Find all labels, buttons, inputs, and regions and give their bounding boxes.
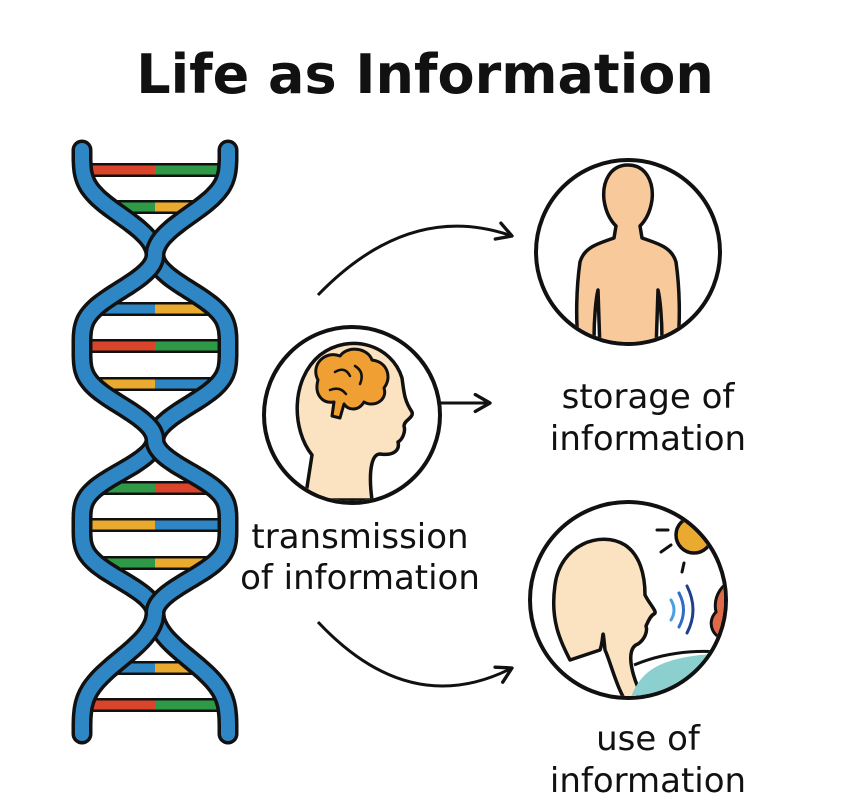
dna-base-pair <box>94 302 216 316</box>
dna-base-pair <box>82 339 228 353</box>
dna-base-yellow <box>155 663 201 673</box>
transmission-label-line1: transmission <box>251 517 468 557</box>
transmission-label-line2: of information <box>240 558 480 598</box>
page-title: Life as Information <box>136 43 714 106</box>
dna-base-yellow <box>91 379 155 389</box>
dna-base-pair <box>82 518 228 532</box>
dna-double-helix-icon <box>71 139 239 745</box>
dna-base-yellow <box>155 558 215 568</box>
dna-base-pair <box>83 698 227 712</box>
arrow-to-use <box>316 620 514 688</box>
arrow-to-storage <box>316 221 514 297</box>
dna-base-blue <box>155 379 219 389</box>
dna-base-blue <box>109 663 155 673</box>
person-sensing-environment-icon <box>528 500 728 700</box>
dna-base-yellow <box>155 304 216 314</box>
dna-base-red <box>83 700 155 710</box>
dna-base-pair <box>109 200 201 214</box>
dna-base-red <box>82 165 155 175</box>
dna-strand <box>75 143 235 741</box>
head-with-brain-icon <box>262 325 442 505</box>
human-body-icon <box>534 158 722 346</box>
dna-base-pair <box>91 377 219 391</box>
storage-label-line2: information <box>550 419 746 459</box>
dna-base-pair <box>95 556 215 570</box>
dna-base-green <box>155 341 228 351</box>
dna-base-pair <box>82 163 228 177</box>
dna-base-green <box>155 700 227 710</box>
use-label-line1: use of <box>596 719 701 759</box>
dna-base-yellow <box>155 202 201 212</box>
dna-base-pair <box>109 661 201 675</box>
storage-label-line1: storage of <box>562 377 736 417</box>
dna-base-pair <box>95 481 215 495</box>
dna-base-yellow <box>82 520 155 530</box>
dna-base-green <box>109 202 155 212</box>
use-label-line2: information <box>550 761 746 800</box>
dna-base-blue <box>155 520 228 530</box>
dna-base-red <box>82 341 155 351</box>
dna-base-green <box>95 483 155 493</box>
dna-base-green <box>95 558 155 568</box>
dna-base-blue <box>94 304 155 314</box>
dna-base-green <box>155 165 228 175</box>
dna-base-red <box>155 483 215 493</box>
